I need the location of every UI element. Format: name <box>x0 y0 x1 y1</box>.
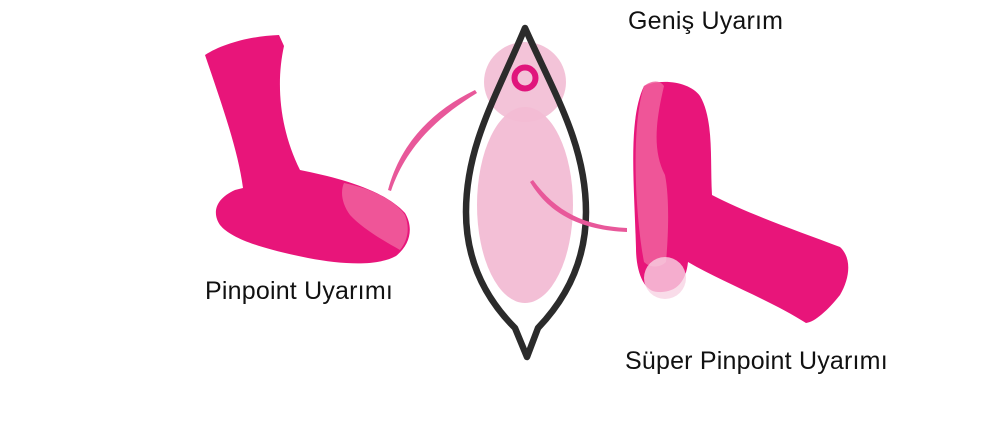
broad-zone-main <box>477 107 573 303</box>
super-pinpoint-connector <box>530 180 627 232</box>
super-pinpoint-device <box>633 81 849 323</box>
super-pinpoint-tip-glow <box>644 257 686 299</box>
pinpoint-device <box>205 35 410 264</box>
pinpoint-stimulation-label: Pinpoint Uyarımı <box>205 277 393 305</box>
anatomy-illustration <box>462 24 590 361</box>
pinpoint-device-tip-highlight <box>342 183 408 250</box>
broad-stimulation-label: Geniş Uyarım <box>628 7 784 35</box>
pinpoint-connector <box>388 90 477 191</box>
anatomy-outline <box>462 24 590 361</box>
super-pinpoint-device-body <box>633 81 849 323</box>
super-pinpoint-device-face-highlight <box>635 81 669 267</box>
broad-zone-top <box>484 42 566 122</box>
super-pinpoint-stimulation-label: Süper Pinpoint Uyarımı <box>625 347 888 375</box>
super-pinpoint-target-ring <box>511 64 539 92</box>
